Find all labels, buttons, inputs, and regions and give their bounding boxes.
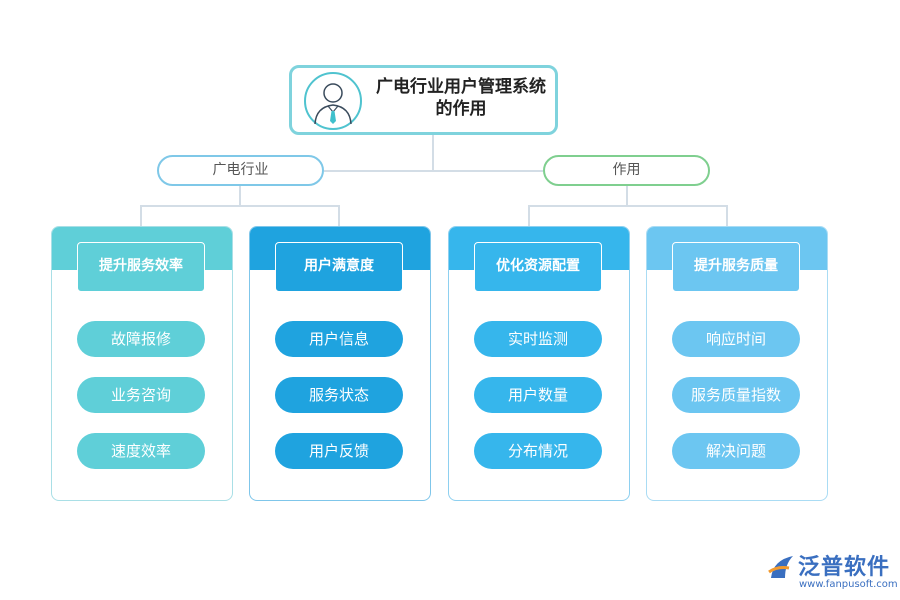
category-node-function: 作用 bbox=[543, 155, 710, 186]
card-title: 提升服务效率 bbox=[77, 242, 205, 292]
list-item: 响应时间 bbox=[672, 321, 800, 357]
list-item: 速度效率 bbox=[77, 433, 205, 469]
card-title: 用户满意度 bbox=[275, 242, 403, 292]
list-item: 用户数量 bbox=[474, 377, 602, 413]
root-node: 广电行业用户管理系统的作用 bbox=[289, 65, 558, 135]
card-service-efficiency: 提升服务效率 故障报修 业务咨询 速度效率 bbox=[51, 226, 233, 501]
list-item: 服务状态 bbox=[275, 377, 403, 413]
user-avatar-icon bbox=[304, 72, 362, 130]
card-service-quality: 提升服务质量 响应时间 服务质量指数 解决问题 bbox=[646, 226, 828, 501]
card-user-satisfaction: 用户满意度 用户信息 服务状态 用户反馈 bbox=[249, 226, 431, 501]
category-node-industry: 广电行业 bbox=[157, 155, 324, 186]
logo-url: www.fanpusoft.com bbox=[799, 579, 898, 590]
logo-icon bbox=[767, 552, 797, 582]
list-item: 服务质量指数 bbox=[672, 377, 800, 413]
list-item: 用户信息 bbox=[275, 321, 403, 357]
card-resource-allocation: 优化资源配置 实时监测 用户数量 分布情况 bbox=[448, 226, 630, 501]
root-title: 广电行业用户管理系统的作用 bbox=[376, 77, 546, 119]
list-item: 故障报修 bbox=[77, 321, 205, 357]
list-item: 实时监测 bbox=[474, 321, 602, 357]
list-item: 用户反馈 bbox=[275, 433, 403, 469]
card-title: 优化资源配置 bbox=[474, 242, 602, 292]
brand-logo: 泛普软件 www.fanpusoft.com bbox=[767, 549, 898, 593]
list-item: 分布情况 bbox=[474, 433, 602, 469]
logo-name: 泛普软件 bbox=[798, 555, 891, 580]
list-item: 业务咨询 bbox=[77, 377, 205, 413]
card-title: 提升服务质量 bbox=[672, 242, 800, 292]
list-item: 解决问题 bbox=[672, 433, 800, 469]
